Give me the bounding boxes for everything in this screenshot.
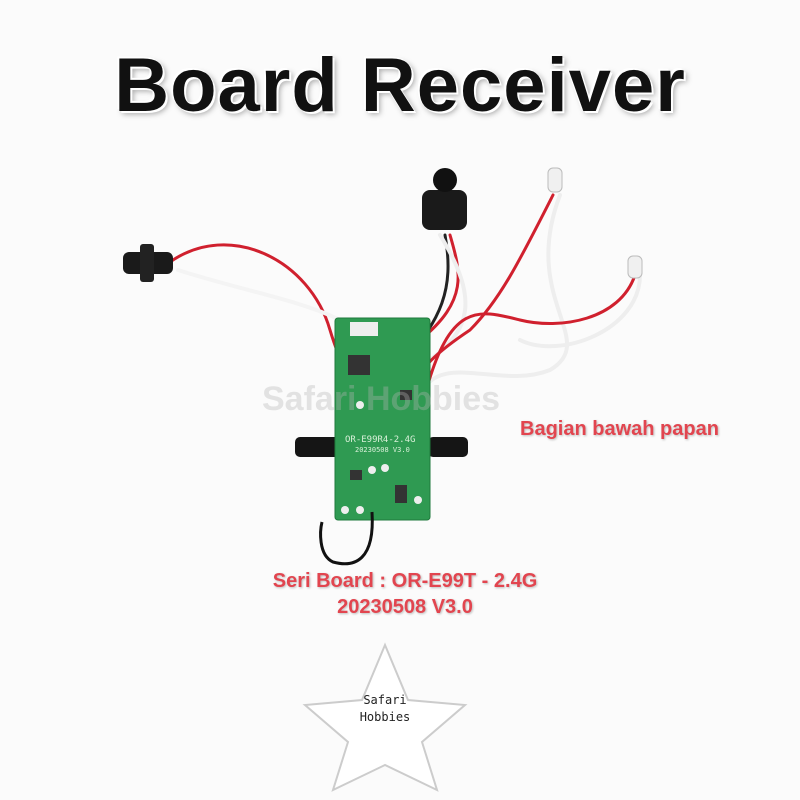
- caption-series-line1: Seri Board : OR-E99T - 2.4G: [272, 570, 538, 592]
- star-logo: [302, 642, 468, 792]
- left-ir-receiver: [123, 244, 173, 282]
- antenna-wire: [319, 511, 374, 566]
- pcb-print-model: OR-E99R4-2.4G: [345, 435, 415, 445]
- right-tube: [428, 437, 468, 457]
- caption-series: Seri Board : OR-E99T - 2.4G 20230508 V3.…: [255, 568, 555, 620]
- receiver-pcb: OR-E99R4-2.4G 20230508 V3.0: [334, 317, 431, 521]
- top-ir-receiver: [422, 168, 467, 230]
- pcb-print-date: 20230508 V3.0: [355, 446, 410, 454]
- caption-series-line2: 20230508 V3.0: [337, 596, 473, 618]
- watermark: Safari Hobbies: [262, 380, 501, 418]
- page-title: Board Receiver: [114, 43, 686, 128]
- logo-line2: Hobbies: [359, 710, 411, 724]
- logo-text: Safari Hobbies: [350, 692, 420, 726]
- left-tube: [295, 437, 340, 457]
- led-lights: [547, 167, 643, 279]
- logo-line1: Safari: [363, 693, 407, 707]
- caption-underside: Bagian bawah papan: [520, 418, 719, 440]
